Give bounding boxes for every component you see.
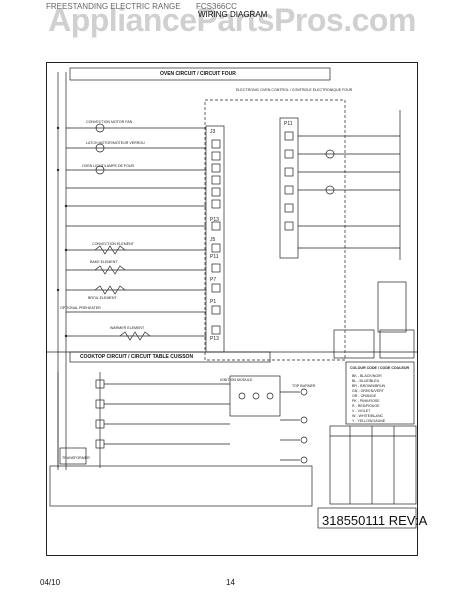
color-code: R - RED/ROUGE: [352, 404, 380, 408]
component-label: LATCH MOTOR/MOTEUR VERROU: [86, 141, 145, 145]
connector-label: P11: [210, 254, 219, 260]
color-code: OR - ORANGE: [352, 394, 377, 398]
component-label: TRANSFORMER: [62, 456, 90, 460]
diagram-frame: [46, 62, 418, 556]
component-label: WARMER ELEMENT: [110, 326, 145, 330]
color-code: PK - PINK/ROSE: [352, 399, 380, 403]
connector-label: P11: [284, 121, 293, 127]
control-note: ELECTRONIC OVEN CONTROL / CONTROLE ELECT…: [236, 88, 353, 92]
component-label: OVEN LIGHT/LAMPE DE FOUR: [82, 164, 135, 168]
color-code: W - WHITE/BLANC: [352, 414, 384, 418]
footer-date: 04/10: [40, 578, 61, 587]
component-label: BROIL ELEMENT: [88, 296, 117, 300]
header-model: FCS366CC: [196, 2, 237, 11]
component-label: IGNITION MODULE: [220, 378, 253, 382]
component-label: CONVECTION MOTOR FAN: [86, 120, 133, 124]
color-code: V - VIOLET: [352, 409, 371, 413]
component-label: TOP BURNER: [292, 384, 316, 388]
color-code: GN - GREEN/VERT: [352, 389, 384, 393]
color-code: BR - BROWN/BRUN: [352, 384, 386, 388]
color-code: BK - BLACK/NOIR: [352, 374, 382, 378]
connector-label: J3: [210, 129, 216, 135]
cooktop-circuit-title: COOKTOP CIRCUIT / CIRCUIT TABLE CUISSON: [80, 354, 194, 360]
color-code: BL - BLUE/BLEU: [352, 379, 380, 383]
page-number: 14: [226, 578, 235, 587]
header-brand: FREESTANDING ELECTRIC RANGE: [46, 2, 181, 11]
part-number: 318550111 REV:A: [322, 513, 428, 528]
header-title: WIRING DIAGRAM: [198, 10, 268, 19]
color-table-title: COLOUR CODE / CODE COULEUR: [350, 366, 410, 370]
connector-label: P13: [210, 217, 219, 223]
component-label: OPTIONAL PREHEATER: [60, 306, 101, 310]
connector-label: P1: [210, 299, 217, 305]
connector-label: P13: [210, 336, 219, 342]
connector-label: P7: [210, 277, 217, 283]
oven-circuit-title: OVEN CIRCUIT / CIRCUIT FOUR: [160, 71, 236, 77]
color-code: Y - YELLOW/JAUNE: [352, 419, 386, 423]
watermark: AppliancePartsPros.com: [48, 2, 416, 38]
component-label: BAKE ELEMENT: [90, 260, 118, 264]
connector-label: J5: [210, 237, 216, 243]
component-label: CONVECTION ELEMENT: [92, 242, 134, 246]
